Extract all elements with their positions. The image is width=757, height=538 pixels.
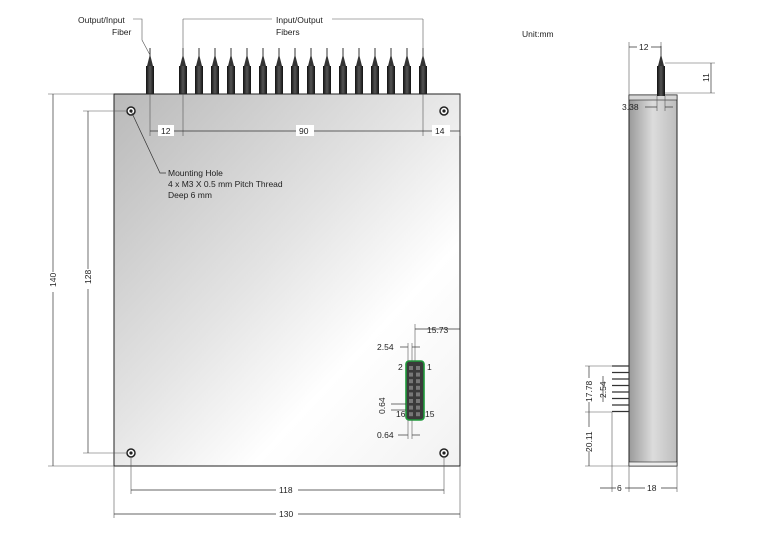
- dim-hole-spacing-vertical: 128: [83, 270, 93, 284]
- module-side-body: [628, 94, 678, 467]
- connector-pin: [416, 385, 420, 390]
- dim-side-fiber-length: 11: [701, 73, 711, 82]
- connector-pin: [409, 379, 413, 384]
- mounting-hole-label-3: Deep 6 mm: [168, 190, 212, 200]
- input-output-fiber: [195, 48, 203, 94]
- dim-body-width: 130: [279, 509, 293, 519]
- connector-header: [405, 360, 425, 421]
- connector-pin: [416, 392, 420, 397]
- connector-pin: [409, 366, 413, 370]
- dim-side-fiber-offset: 12: [639, 42, 649, 52]
- input-output-fiber: [291, 48, 299, 94]
- output-input-fiber-label-2: Fiber: [112, 27, 132, 37]
- dim-side-connector-bottom: 20.11: [584, 431, 594, 452]
- connector-pin: [409, 405, 413, 410]
- input-output-fiber: [307, 48, 315, 94]
- dim-fiber-span: 90: [299, 126, 309, 136]
- pin-label-16: 16: [396, 409, 406, 419]
- mounting-hole-label-2: 4 x M3 X 0.5 mm Pitch Thread: [168, 179, 283, 189]
- connector-pin: [409, 412, 413, 417]
- input-output-fiber: [259, 48, 267, 94]
- mounting-hole-leader: [130, 110, 166, 174]
- dim-side-connector-span: 17.78: [584, 380, 594, 402]
- connector-pin: [409, 385, 413, 390]
- connector-pin: [416, 412, 420, 417]
- connector-pins: [409, 366, 420, 417]
- input-output-fiber: [371, 48, 379, 94]
- dim-fiber-offset-right: 14: [435, 126, 445, 136]
- input-output-fibers-label-2: Fibers: [276, 27, 300, 37]
- pin-label-1: 1: [427, 362, 432, 372]
- input-output-fiber: [387, 48, 395, 94]
- dim-side-pin-length: 6: [617, 483, 622, 493]
- dim-hole-spacing-horizontal: 118: [279, 485, 293, 495]
- mounting-hole-bottom-right: [439, 448, 449, 458]
- connector-pin: [409, 392, 413, 397]
- connector-pin: [416, 405, 420, 410]
- side-connector-pins: [612, 365, 629, 413]
- connector-pin: [409, 372, 413, 377]
- dim-side-pin-pitch: 2.54: [598, 381, 608, 398]
- input-output-fiber: [227, 48, 235, 94]
- unit-label: Unit:mm: [522, 29, 554, 39]
- input-output-fiber: [323, 48, 331, 94]
- input-output-fiber: [211, 48, 219, 94]
- dim-pin-pitch-top: 2.54: [377, 342, 394, 352]
- dim-connector-offset-right: 15.73: [427, 325, 449, 335]
- input-output-fiber: [339, 48, 347, 94]
- output-input-fiber-leader: [133, 18, 151, 56]
- connector-pin: [416, 379, 420, 384]
- dim-fiber-offset-left: 12: [161, 126, 171, 136]
- input-output-fiber: [403, 48, 411, 94]
- dim-body-height: 140: [48, 273, 58, 287]
- mounting-hole-label-1: Mounting Hole: [168, 168, 223, 178]
- connector-pin: [409, 399, 413, 403]
- pin-label-2: 2: [398, 362, 403, 372]
- mounting-hole-bottom-left: [126, 448, 136, 458]
- pin-label-15: 15: [425, 409, 435, 419]
- mounting-hole-top-right: [439, 106, 449, 116]
- output-input-fiber-label-1: Output/Input: [78, 15, 125, 25]
- connector-pin: [416, 372, 420, 377]
- input-output-fibers-label-1: Input/Output: [276, 15, 323, 25]
- dim-side-fiber-diameter: 3.38: [622, 102, 639, 112]
- dim-pin-size-bottom: 0.64: [377, 430, 394, 440]
- input-output-fiber: [275, 48, 283, 94]
- dim-pin-pitch-vertical: 0.64: [377, 397, 387, 414]
- input-output-fiber: [243, 48, 251, 94]
- dim-side-thickness: 18: [647, 483, 657, 493]
- connector-pin: [416, 399, 420, 403]
- fiber-array: [146, 48, 427, 94]
- input-output-fiber: [355, 48, 363, 94]
- connector-pin: [416, 366, 420, 370]
